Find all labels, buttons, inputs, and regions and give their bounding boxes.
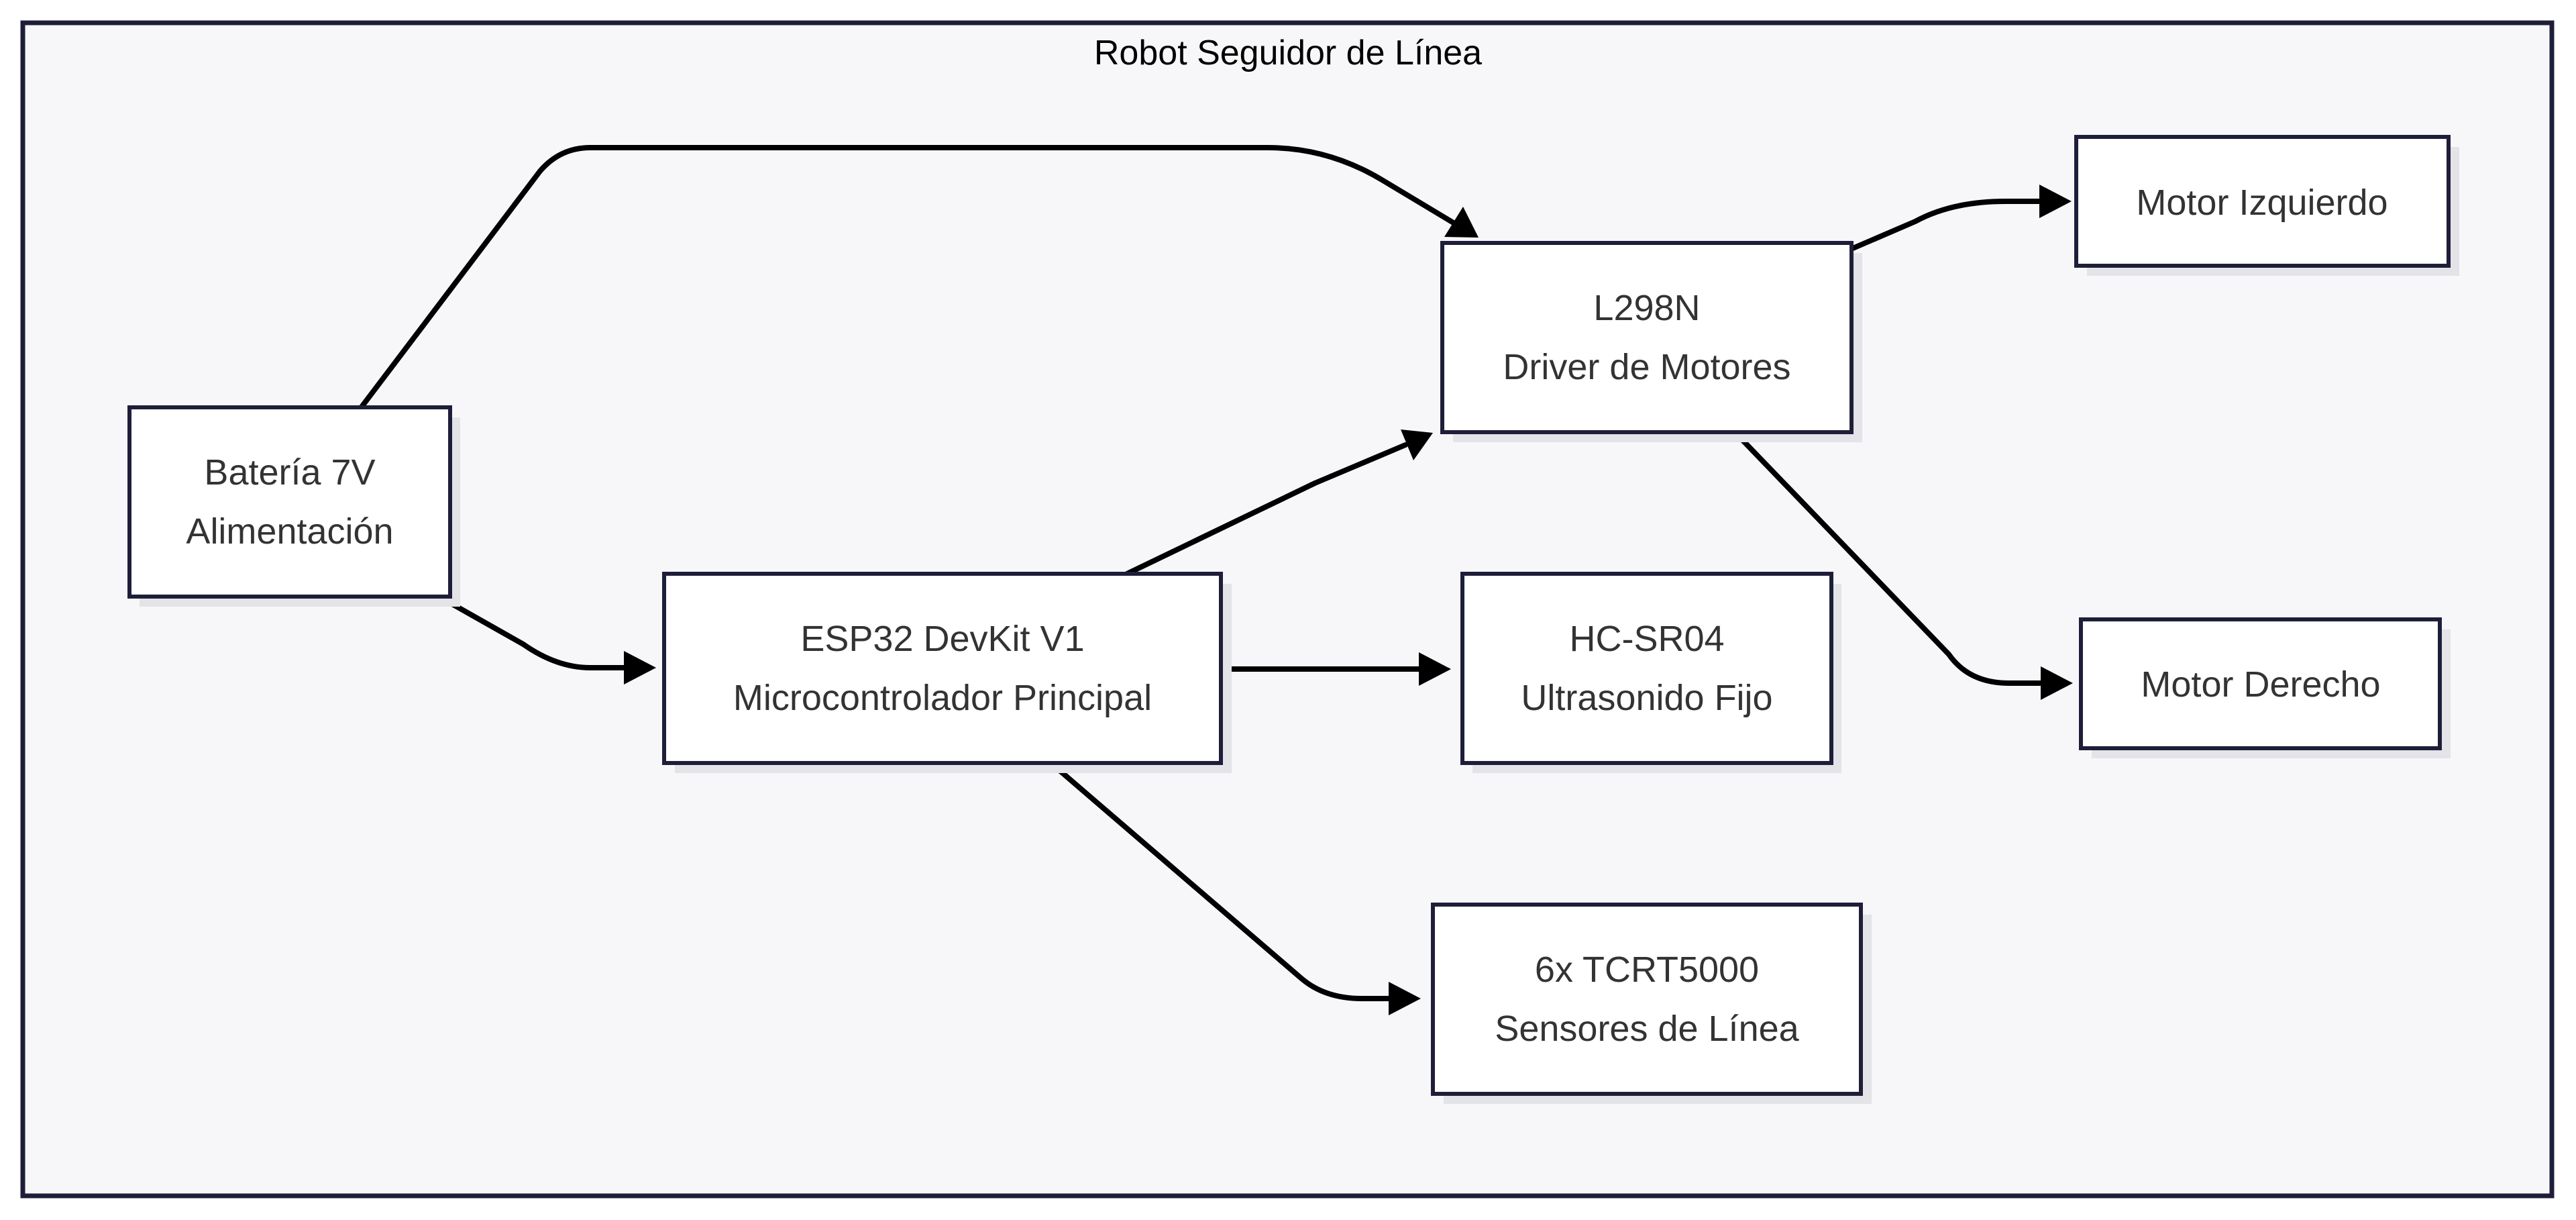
- node-ultrasonic-line1: HC-SR04: [1569, 619, 1724, 659]
- node-line-sensors-line1: 6x TCRT5000: [1535, 950, 1759, 990]
- edge-esp32-to-line-sensors: [1051, 762, 1397, 1001]
- node-esp32-box: [662, 572, 1223, 765]
- node-line-sensors-box: [1431, 903, 1863, 1096]
- cluster-title: Robot Seguidor de Línea: [1094, 34, 1482, 72]
- node-esp32-line2: Microcontrolador Principal: [733, 678, 1152, 718]
- arrowhead-esp32-to-driver: [1401, 429, 1433, 460]
- node-esp32-line1: ESP32 DevKit V1: [800, 619, 1084, 659]
- arrowhead-battery-to-esp32: [624, 651, 656, 684]
- node-line-sensors-line2: Sensores de Línea: [1495, 1009, 1799, 1049]
- arrowhead-battery-to-driver: [1444, 207, 1479, 238]
- node-ultrasonic: HC-SR04 Ultrasonido Fijo: [1460, 572, 1841, 773]
- arrowhead-esp32-to-ultrasonic: [1419, 652, 1451, 686]
- node-motor-left-label: Motor Izquierdo: [2136, 183, 2387, 223]
- edges: [360, 145, 2073, 1015]
- node-motor-left: Motor Izquierdo: [2074, 135, 2459, 276]
- node-esp32: ESP32 DevKit V1 Microcontrolador Princip…: [662, 572, 1232, 773]
- edge-esp32-to-driver: [1124, 442, 1408, 576]
- node-driver-line1: L298N: [1593, 288, 1700, 328]
- node-battery-box: [127, 405, 452, 599]
- node-motor-right: Motor Derecho: [2079, 617, 2451, 758]
- node-battery-line2: Alimentación: [186, 511, 393, 552]
- edge-battery-to-esp32: [443, 598, 637, 670]
- arrowhead-driver-to-motor-left: [2039, 185, 2072, 218]
- node-motor-left-box: [2074, 135, 2451, 268]
- node-driver: L298N Driver de Motores: [1440, 241, 1862, 442]
- node-motor-right-label: Motor Derecho: [2141, 664, 2380, 705]
- node-ultrasonic-line2: Ultrasonido Fijo: [1521, 678, 1772, 718]
- edge-driver-to-motor-right: [1735, 432, 2050, 686]
- node-battery: Batería 7V Alimentación: [127, 405, 460, 607]
- node-driver-line2: Driver de Motores: [1503, 347, 1790, 387]
- arrowhead-driver-to-motor-right: [2041, 666, 2073, 700]
- node-motor-right-box: [2079, 617, 2442, 750]
- edge-battery-to-driver: [360, 145, 1458, 409]
- node-ultrasonic-box: [1460, 572, 1833, 765]
- arrowhead-esp32-to-line-sensors: [1389, 982, 1421, 1015]
- node-battery-line1: Batería 7V: [204, 452, 375, 493]
- node-line-sensors: 6x TCRT5000 Sensores de Línea: [1431, 903, 1872, 1104]
- node-driver-box: [1440, 241, 1854, 434]
- edge-driver-to-motor-left: [1850, 199, 2047, 251]
